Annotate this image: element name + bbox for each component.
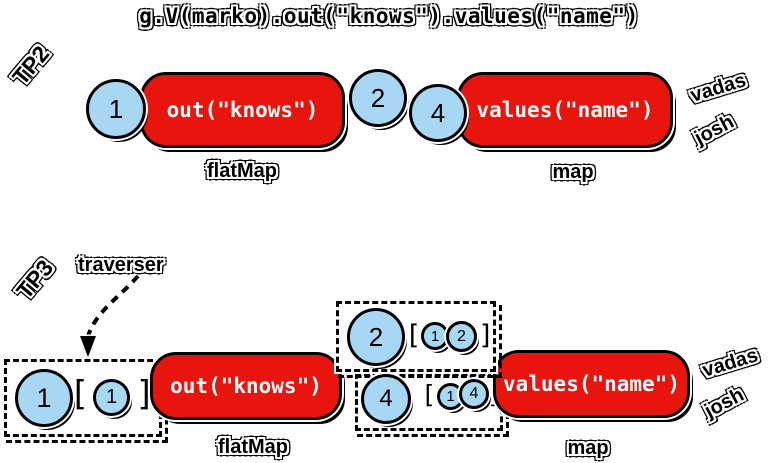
- tp2-input-vertex-id: 1: [108, 93, 124, 124]
- tp3-traverser-4-box: 4 [ 1 4 ]: [355, 373, 509, 437]
- path-bracket-open: [: [421, 380, 437, 409]
- tp2-map-caption: map: [552, 161, 594, 183]
- dashed-arrow-casing: [83, 273, 142, 338]
- tp2-flatmap-step-box: out("knows"): [140, 72, 345, 148]
- path-value: 4: [469, 385, 479, 402]
- tp2-mid-vertex-id-2: 2: [370, 82, 386, 113]
- tp3-map-caption: map: [567, 437, 609, 459]
- tp3-output-josh: josh: [701, 383, 748, 423]
- tp3-input-traverser-box: 1 [ 1 ]: [4, 359, 168, 443]
- path-bracket-open: [: [69, 374, 90, 414]
- tp3-input-traverser-value: 1: [36, 382, 52, 413]
- tp3-input-path-circle: 1: [93, 379, 130, 416]
- tp3-flatmap-step-box: out("knows"): [150, 352, 342, 420]
- tp2-map-step-box: values("name"): [457, 72, 673, 148]
- gremlin-query-title: g.V(marko).out("knows").values("name"): [139, 4, 639, 28]
- tp3-flatmap-caption: flatMap: [218, 436, 288, 458]
- tp3-label: TP3: [11, 254, 59, 304]
- tp3-flatmap-step-text: out("knows"): [170, 374, 322, 398]
- tp3-output-vadas: vadas: [699, 344, 761, 382]
- tp2-mid-vertex-circle-2: 2: [349, 69, 407, 127]
- path-bracket-close: ]: [478, 320, 495, 351]
- tp3-traverser-2-path-circle-2: 2: [446, 321, 477, 352]
- tp3-traverser-2-value: 2: [368, 321, 384, 352]
- tp3-traverser-4-path-circle-4: 4: [459, 379, 489, 409]
- tp3-input-path-value: 1: [105, 386, 118, 408]
- tp3-traverser-2-path-circle-1: 1: [421, 322, 449, 350]
- path-bracket-close: ]: [135, 374, 156, 414]
- tp3-traverser-2-circle: 2: [347, 308, 405, 366]
- tp2-flatmap-step-text: out("knows"): [166, 98, 319, 122]
- tp3-traverser-4-circle: 4: [361, 374, 411, 424]
- tp3-map-step-box: values("name"): [493, 350, 690, 418]
- traverser-label: traverser: [78, 254, 164, 276]
- tp2-input-vertex-circle: 1: [86, 79, 146, 139]
- path-value: 1: [430, 327, 440, 345]
- tp2-flatmap-caption: flatMap: [207, 160, 277, 182]
- arrowhead-icon: [80, 336, 96, 357]
- traverser-pointer-arrow: [77, 273, 142, 362]
- tp2-map-step-text: values("name"): [476, 98, 654, 122]
- tp3-map-step-text: values("name"): [502, 372, 680, 396]
- tp2-mid-vertex-circle-4: 4: [409, 84, 467, 142]
- path-bracket-open: [: [405, 320, 422, 351]
- path-value: 2: [457, 327, 466, 345]
- tp3-traverser-4-value: 4: [379, 385, 393, 412]
- path-value: 1: [446, 388, 455, 405]
- tp2-mid-vertex-id-4: 4: [430, 97, 446, 128]
- tp3-input-traverser-circle: 1: [15, 369, 73, 427]
- tp3-traverser-2-box: 2 [ 1 2 ]: [336, 301, 502, 378]
